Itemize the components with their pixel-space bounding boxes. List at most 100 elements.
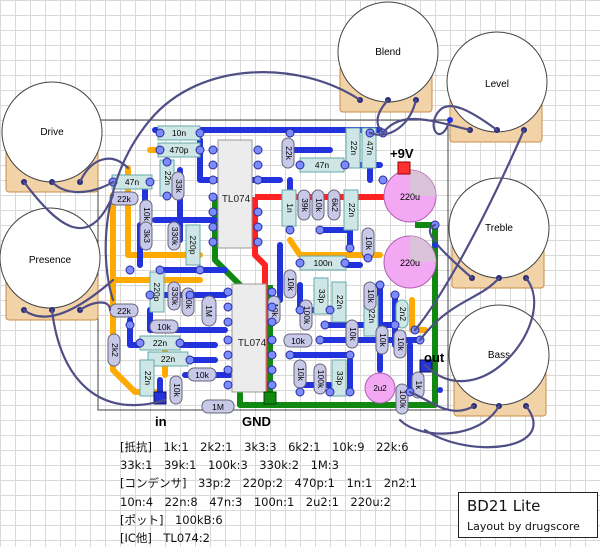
svg-text:22k: 22k	[117, 306, 131, 316]
bom-line-ic: [IC他] TL074:2	[120, 531, 210, 546]
svg-text:22n: 22n	[335, 295, 345, 309]
svg-text:10k: 10k	[396, 337, 406, 351]
cap-22n-mid: 22n	[343, 189, 359, 231]
svg-text:33k: 33k	[174, 179, 184, 193]
svg-text:3k3: 3k3	[142, 229, 152, 243]
svg-text:100n: 100n	[314, 258, 333, 268]
pot-bass: Bass	[448, 304, 550, 417]
pot-treble: Treble	[448, 177, 550, 289]
res-1k: 1k	[411, 371, 425, 399]
pot-blend: Blend	[337, 1, 439, 113]
res-330k-b: 330k	[167, 281, 181, 311]
svg-text:10k: 10k	[286, 277, 296, 291]
svg-text:100k: 100k	[398, 390, 408, 409]
svg-text:10k: 10k	[184, 295, 194, 309]
cap-2u2: 2u2	[364, 372, 396, 404]
pot-label: Presence	[29, 255, 72, 266]
res-10k-k: 10k	[375, 325, 389, 355]
res-10k-o: 10k	[363, 281, 377, 311]
svg-text:10k: 10k	[364, 236, 374, 250]
svg-text:22k: 22k	[284, 146, 294, 160]
res-6k2: 6k2	[327, 189, 341, 221]
svg-text:22n: 22n	[163, 171, 173, 185]
svg-text:10k: 10k	[296, 367, 306, 381]
svg-text:1M: 1M	[204, 305, 214, 317]
svg-text:1M: 1M	[212, 402, 224, 412]
bom-line-resistors-2: 33k:1 39k:1 100k:3 330k:2 1M:3	[120, 458, 339, 473]
res-10k-f: 10k	[311, 189, 325, 221]
svg-text:10k: 10k	[366, 289, 376, 303]
ic-label: TL074	[238, 338, 267, 349]
ground-label: GND	[242, 414, 271, 429]
svg-text:330k: 330k	[170, 287, 180, 306]
supply-pad	[397, 161, 411, 175]
pot-label: Drive	[40, 127, 64, 138]
svg-text:10k: 10k	[142, 207, 152, 221]
cap-22n-a: 22n	[139, 335, 181, 351]
svg-text:33p: 33p	[335, 371, 345, 385]
svg-text:10n: 10n	[172, 128, 186, 138]
res-10k-h: 10k	[283, 269, 297, 299]
cap-22n-d: 22n	[331, 281, 347, 323]
svg-text:10k: 10k	[378, 333, 388, 347]
svg-text:100k: 100k	[316, 370, 326, 389]
pot-level: Level	[446, 31, 548, 143]
cap-100n: 100n	[299, 255, 347, 271]
wire-junction	[437, 387, 443, 393]
svg-text:1k: 1k	[414, 381, 424, 391]
ic-tl074-bottom: TL074	[231, 283, 267, 393]
res-22k-left: 22k	[109, 191, 139, 206]
bill-of-materials: [抵抗] 1k:1 2k2:1 3k3:3 6k2:1 10k:9 22k:6 …	[120, 438, 450, 547]
input-label: in	[155, 414, 167, 429]
svg-text:1n: 1n	[285, 203, 295, 213]
ground-pad	[263, 391, 277, 405]
res-100k-b: 100k	[395, 383, 409, 415]
ic-tl074-top: TL074	[217, 139, 253, 249]
bom-line-capacitors-2: 10n:4 22n:8 47n:3 100n:1 2u2:1 220u:2	[120, 494, 391, 509]
svg-text:2n2: 2n2	[398, 307, 408, 321]
pot-label: Level	[485, 79, 509, 90]
cap-1n: 1n	[281, 189, 297, 227]
res-33k-v1: 33k	[171, 171, 185, 201]
cap-47n-top: 47n	[361, 127, 377, 169]
svg-text:39k: 39k	[300, 198, 310, 212]
pot-label: Bass	[488, 350, 510, 361]
svg-text:22n: 22n	[367, 309, 377, 323]
bom-line-pots: [ポット] 100kB:6	[120, 512, 223, 527]
res-100k-c: 100k	[299, 299, 313, 331]
cap-47n-top2: 47n	[299, 157, 345, 173]
res-330k-a: 330k	[167, 221, 181, 251]
svg-text:22n: 22n	[153, 338, 167, 348]
cap-22n-c: 22n	[139, 359, 155, 397]
svg-text:47n: 47n	[125, 177, 139, 187]
layout-title: BD21 Lite	[467, 497, 541, 515]
layout-credit: Layout by drugscore	[467, 520, 580, 533]
pot-presence: Presence	[0, 207, 101, 321]
res-3k3: 3k3	[139, 221, 153, 251]
svg-text:10k: 10k	[270, 303, 280, 317]
film-caps: 10n 470p 47n 22n 220p 220p 22n 22n 22n 2…	[111, 125, 379, 397]
res-100k-a: 100k	[313, 363, 327, 395]
svg-text:330k: 330k	[170, 227, 180, 246]
res-2n2: 2n2	[395, 299, 409, 329]
svg-text:47n: 47n	[315, 160, 329, 170]
title-block: BD21 Lite Layout by drugscore	[458, 492, 598, 538]
wire-junction	[432, 242, 438, 248]
svg-text:47n: 47n	[365, 141, 375, 155]
output-label: out	[424, 350, 445, 365]
svg-text:220p: 220p	[188, 236, 198, 255]
res-10k-c: 10k	[149, 319, 179, 334]
ic-label: TL074	[222, 194, 251, 205]
svg-text:470p: 470p	[170, 145, 189, 155]
bom-line-resistors: [抵抗] 1k:1 2k2:1 3k3:3 6k2:1 10k:9 22k:6	[120, 440, 409, 454]
pot-label: Blend	[375, 47, 401, 58]
pads	[108, 128, 440, 403]
svg-text:10k: 10k	[157, 322, 171, 332]
svg-text:22n: 22n	[161, 354, 175, 364]
svg-text:10k: 10k	[314, 198, 324, 212]
res-22k-top: 22k	[281, 137, 295, 169]
svg-text:22n: 22n	[347, 203, 357, 217]
cap-220u-mid: 220u	[383, 235, 437, 289]
svg-text:2k2: 2k2	[110, 343, 120, 357]
res-1m-b: 1M	[201, 399, 235, 414]
